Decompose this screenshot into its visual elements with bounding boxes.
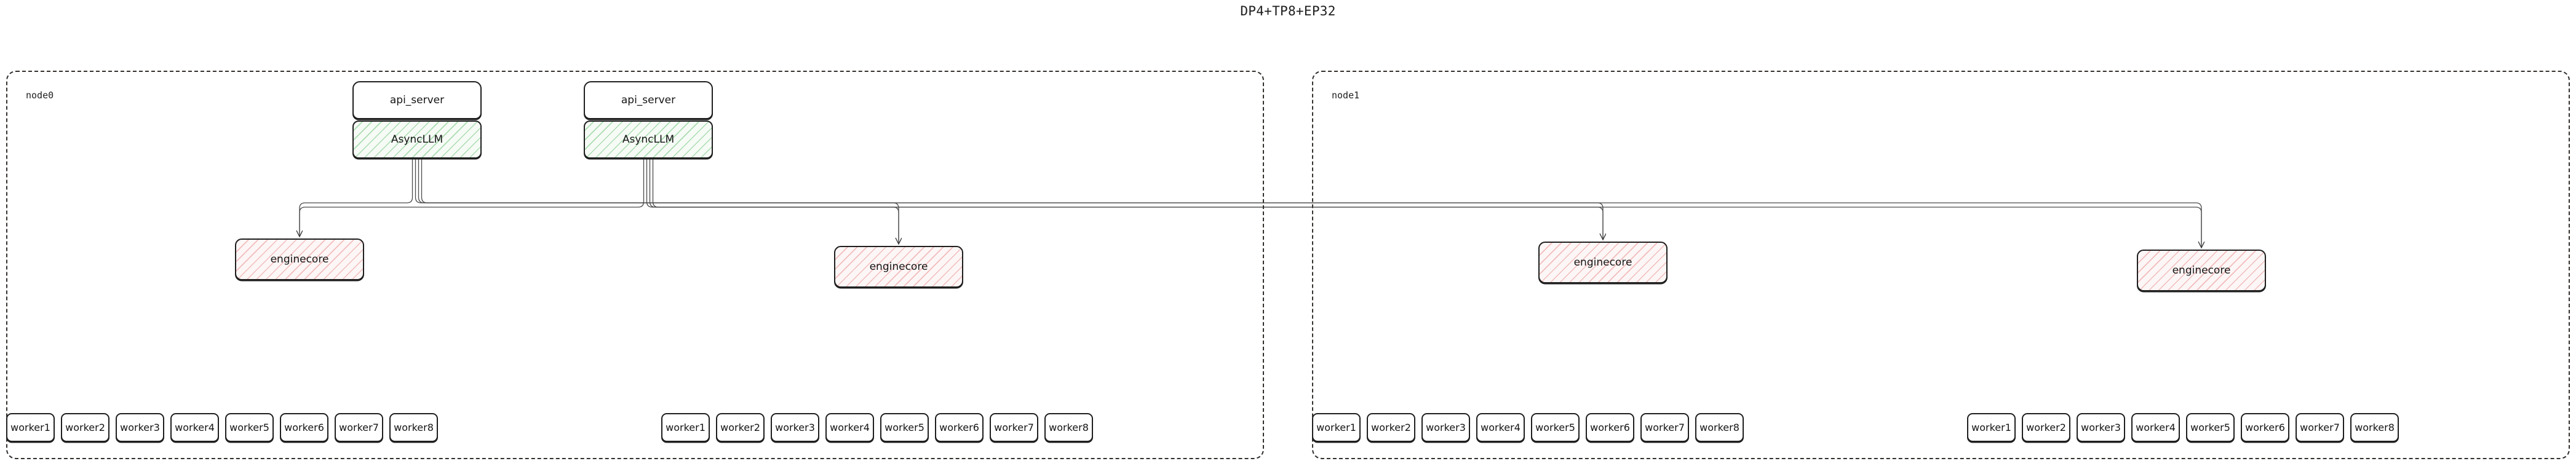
node-label: worker8 xyxy=(1699,422,1739,433)
node-worker[interactable]: worker4 xyxy=(825,413,874,442)
node-worker[interactable]: worker3 xyxy=(771,413,819,442)
node-label: worker7 xyxy=(339,422,379,433)
node-label: worker8 xyxy=(394,422,434,433)
node-worker[interactable]: worker6 xyxy=(280,413,328,442)
node-asyncllm[interactable]: AsyncLLM xyxy=(352,120,482,159)
node-worker[interactable]: worker7 xyxy=(990,413,1038,442)
node-api-server[interactable]: api_server xyxy=(584,81,713,119)
node-worker[interactable]: worker1 xyxy=(1312,413,1361,442)
node-label: worker1 xyxy=(1316,422,1356,433)
node-label: worker8 xyxy=(2355,422,2395,433)
node-label: worker5 xyxy=(2190,422,2230,433)
node-worker[interactable]: worker8 xyxy=(389,413,438,442)
node-worker[interactable]: worker4 xyxy=(2131,413,2180,442)
node-worker[interactable]: worker1 xyxy=(661,413,710,442)
node-worker[interactable]: worker3 xyxy=(1421,413,1470,442)
node-label: worker1 xyxy=(666,422,706,433)
node-label: worker5 xyxy=(229,422,269,433)
node-worker[interactable]: worker5 xyxy=(1531,413,1580,442)
node-label: worker1 xyxy=(10,422,50,433)
node-label: worker2 xyxy=(720,422,760,433)
node-label: worker6 xyxy=(1590,422,1630,433)
node-label: worker8 xyxy=(1049,422,1089,433)
node-label: worker1 xyxy=(1971,422,2011,433)
node-label: worker4 xyxy=(175,422,215,433)
node-worker[interactable]: worker6 xyxy=(935,413,984,442)
node-label: worker4 xyxy=(830,422,870,433)
node-worker[interactable]: worker2 xyxy=(61,413,109,442)
node-enginecore[interactable]: enginecore xyxy=(834,246,963,288)
node-label: enginecore xyxy=(869,261,928,273)
node-label: worker7 xyxy=(1645,422,1685,433)
node-worker[interactable]: worker7 xyxy=(1640,413,1689,442)
node-label: enginecore xyxy=(2172,264,2231,277)
node-worker[interactable]: worker6 xyxy=(1586,413,1634,442)
node-label: worker7 xyxy=(2300,422,2340,433)
node-worker[interactable]: worker3 xyxy=(2077,413,2125,442)
node-label: worker6 xyxy=(2245,422,2285,433)
node-worker[interactable]: worker1 xyxy=(6,413,55,442)
node-worker[interactable]: worker8 xyxy=(1695,413,1744,442)
node-label: AsyncLLM xyxy=(391,133,443,146)
node-enginecore[interactable]: enginecore xyxy=(1538,242,1668,283)
cluster-node0 xyxy=(6,71,1264,459)
node-enginecore[interactable]: enginecore xyxy=(235,238,364,280)
node-label: worker2 xyxy=(65,422,105,433)
node-worker[interactable]: worker8 xyxy=(2350,413,2399,442)
cluster-node1 xyxy=(1312,71,2570,459)
node-label: worker5 xyxy=(885,422,924,433)
node-label: enginecore xyxy=(1573,256,1632,269)
node-label: worker5 xyxy=(1535,422,1575,433)
node-api-server[interactable]: api_server xyxy=(352,81,482,119)
node-label: worker4 xyxy=(2136,422,2176,433)
node-worker[interactable]: worker5 xyxy=(880,413,929,442)
node-label: api_server xyxy=(389,94,445,106)
node-worker[interactable]: worker5 xyxy=(225,413,274,442)
node-label: worker3 xyxy=(2081,422,2121,433)
node-worker[interactable]: worker4 xyxy=(170,413,219,442)
node-label: worker2 xyxy=(2026,422,2066,433)
node-worker[interactable]: worker4 xyxy=(1476,413,1525,442)
node-worker[interactable]: worker8 xyxy=(1044,413,1093,442)
node-worker[interactable]: worker7 xyxy=(335,413,383,442)
node-label: worker7 xyxy=(994,422,1034,433)
node-worker[interactable]: worker2 xyxy=(1367,413,1415,442)
node-worker[interactable]: worker7 xyxy=(2296,413,2344,442)
node-label: worker6 xyxy=(284,422,324,433)
node-label: api_server xyxy=(621,94,676,106)
node-label: worker3 xyxy=(775,422,815,433)
node-worker[interactable]: worker6 xyxy=(2241,413,2289,442)
node-label: worker6 xyxy=(939,422,979,433)
cluster-label-node0: node0 xyxy=(26,90,54,101)
node-label: worker3 xyxy=(1426,422,1466,433)
node-worker[interactable]: worker3 xyxy=(116,413,164,442)
node-asyncllm[interactable]: AsyncLLM xyxy=(584,120,713,159)
node-worker[interactable]: worker5 xyxy=(2186,413,2235,442)
node-label: AsyncLLM xyxy=(622,133,675,146)
node-label: worker3 xyxy=(120,422,160,433)
node-worker[interactable]: worker2 xyxy=(716,413,765,442)
node-label: worker4 xyxy=(1481,422,1521,433)
node-label: enginecore xyxy=(270,253,329,266)
node-worker[interactable]: worker2 xyxy=(2022,413,2070,442)
cluster-label-node1: node1 xyxy=(1332,90,1360,101)
node-worker[interactable]: worker1 xyxy=(1967,413,2016,442)
page-title: DP4+TP8+EP32 xyxy=(1240,4,1336,18)
node-enginecore[interactable]: enginecore xyxy=(2137,250,2266,291)
node-label: worker2 xyxy=(1371,422,1411,433)
